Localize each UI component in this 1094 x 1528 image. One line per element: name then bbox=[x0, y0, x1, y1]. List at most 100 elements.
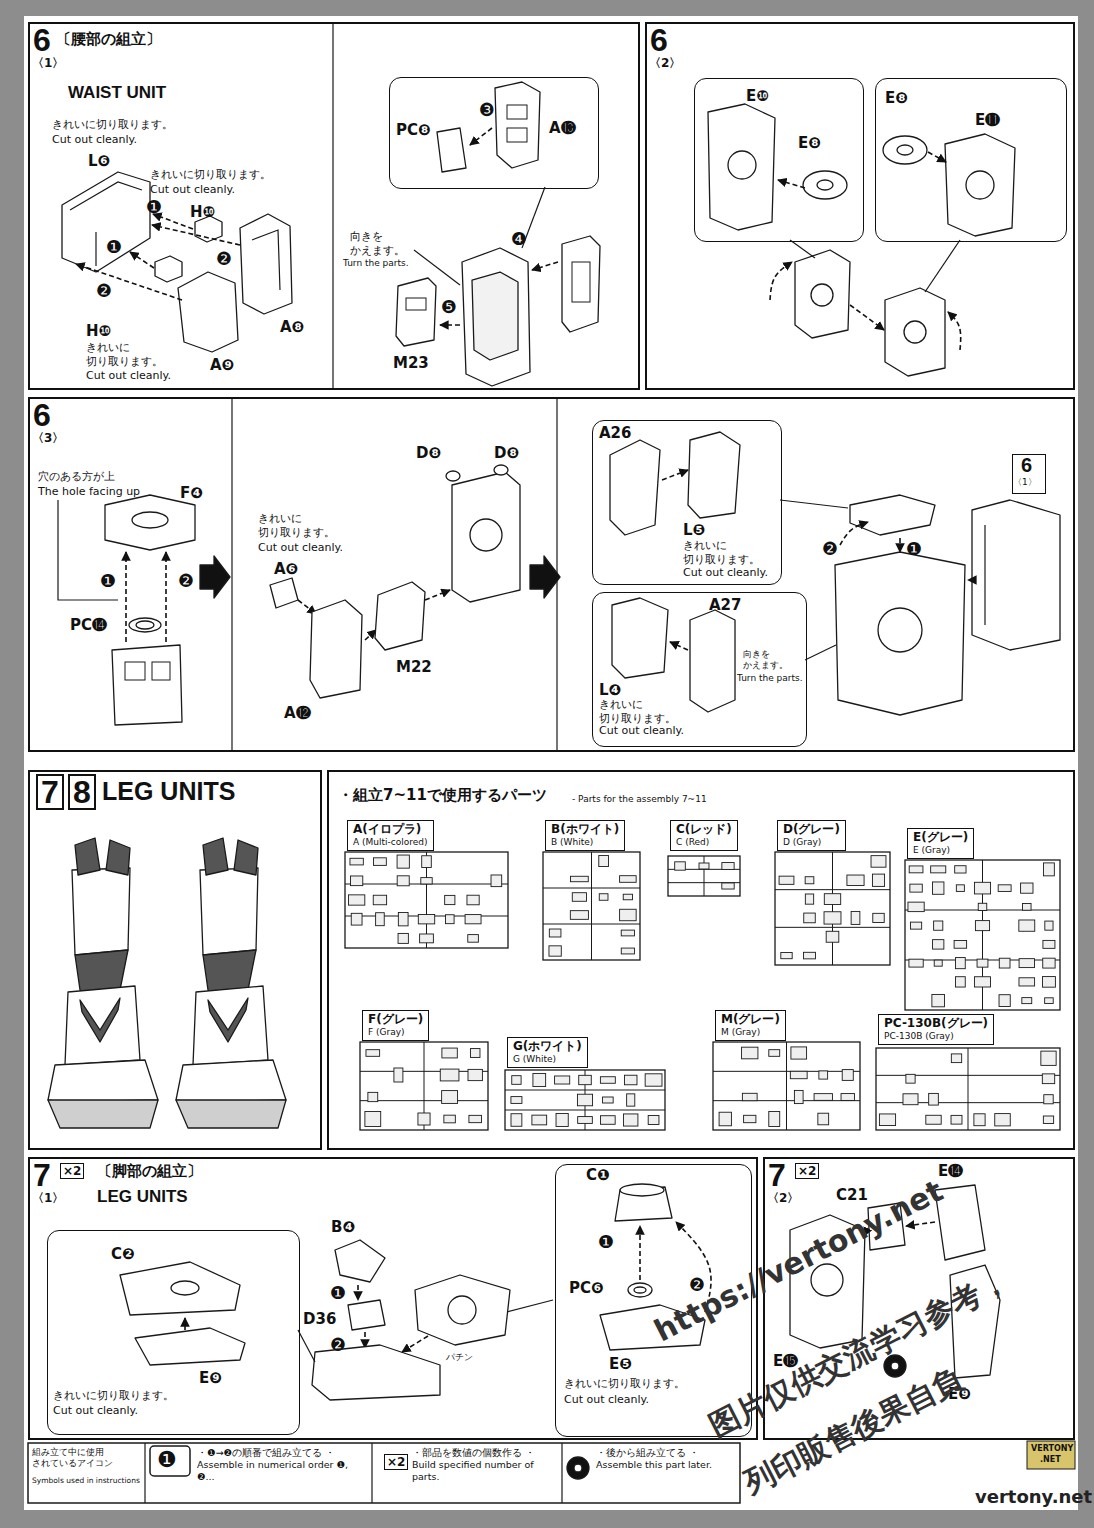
hole-note: 穴のある方が上 bbox=[38, 470, 115, 484]
part-number: A❽ bbox=[280, 318, 304, 336]
runner-part bbox=[621, 930, 634, 936]
runner-part bbox=[1045, 921, 1053, 930]
runner-part bbox=[648, 1115, 659, 1124]
part-drawing bbox=[688, 432, 740, 518]
part-detail bbox=[904, 321, 926, 343]
runner-bar bbox=[832, 852, 833, 965]
part-detail bbox=[95, 232, 96, 266]
node-text: A⓭ bbox=[549, 119, 576, 137]
runner-part bbox=[975, 921, 989, 931]
runner-part bbox=[365, 1111, 381, 1126]
part-drawing bbox=[628, 1283, 652, 1297]
runner-part bbox=[645, 1074, 662, 1086]
callout-tail bbox=[925, 240, 960, 292]
runner-bar bbox=[704, 856, 705, 896]
runner-subtitle: D (Gray) bbox=[783, 837, 840, 848]
later-icon-dot bbox=[891, 1362, 899, 1370]
runner-part bbox=[781, 952, 792, 958]
part-number: D❽ bbox=[494, 444, 519, 462]
cut-note: Cut out cleanly. bbox=[52, 133, 137, 147]
part-drawing bbox=[234, 840, 258, 875]
runner-part bbox=[1042, 977, 1055, 988]
runner-part bbox=[445, 895, 455, 904]
runner-part bbox=[1019, 920, 1035, 931]
node-text: E❽ bbox=[885, 89, 908, 107]
runner-part bbox=[910, 922, 921, 929]
node-text: 〔腰部の組立〕 bbox=[56, 30, 161, 48]
callout-tail bbox=[298, 1330, 315, 1362]
callout-tail bbox=[507, 1300, 553, 1312]
legend-icon-text: ×2 bbox=[384, 1454, 408, 1470]
runner-part bbox=[955, 958, 965, 969]
legend-icon bbox=[567, 1457, 589, 1479]
leader-line bbox=[414, 250, 460, 285]
runner-part bbox=[842, 1070, 853, 1081]
runner-part bbox=[351, 913, 362, 925]
part-number: H❿ bbox=[190, 203, 215, 221]
legend-icon-text: ❶ bbox=[157, 1449, 177, 1471]
runner-part bbox=[577, 1094, 592, 1106]
node-text: A26 bbox=[599, 424, 631, 442]
runner-part bbox=[824, 894, 840, 905]
runner-part bbox=[932, 994, 945, 1006]
assembly-arrow bbox=[662, 470, 688, 480]
runner-part bbox=[1045, 998, 1054, 1004]
part-drawing bbox=[48, 1060, 158, 1102]
turn-note: 向きを かえます。 bbox=[350, 230, 412, 258]
runner-part bbox=[744, 1115, 756, 1122]
assembly-arrow bbox=[402, 1336, 428, 1352]
runner-part bbox=[422, 856, 432, 868]
runner-name: F(グレー) bbox=[368, 1012, 423, 1027]
runner-subtitle: A (Multi-colored) bbox=[353, 837, 428, 848]
runner-name: C(レッド) bbox=[676, 822, 732, 837]
runner-part bbox=[627, 1094, 635, 1106]
runner-part bbox=[620, 909, 637, 920]
runner-part bbox=[999, 958, 1010, 968]
runner-part bbox=[954, 941, 967, 949]
runner-part bbox=[599, 855, 609, 866]
runner-part bbox=[699, 863, 709, 869]
part-drawing bbox=[610, 440, 660, 535]
part-detail bbox=[817, 180, 833, 190]
callout-tail bbox=[805, 645, 836, 660]
part-detail bbox=[634, 1287, 646, 1293]
part-drawing bbox=[178, 272, 238, 352]
runner-part bbox=[555, 1076, 570, 1084]
runner-part bbox=[908, 902, 924, 911]
node-text: E❿ bbox=[746, 87, 769, 105]
runner-frame bbox=[668, 856, 740, 896]
node-text: 〈1〉 bbox=[32, 1192, 64, 1204]
step-panel: 6〈1〉〔腰部の組立〕WAIST UNIT❸PC❽A⓭ bbox=[28, 22, 640, 390]
cut-note: きれいに切り取ります。 bbox=[150, 168, 271, 182]
runner-part bbox=[719, 1112, 731, 1126]
leader-line bbox=[58, 500, 118, 600]
part-number: E⓯ bbox=[773, 1352, 798, 1370]
step-arrow bbox=[200, 556, 230, 598]
part-drawing bbox=[835, 552, 965, 715]
legend-text: ・後から組み立てる ・Assemble this part later. bbox=[596, 1447, 736, 1471]
node-text: LEG UNITS bbox=[97, 1188, 188, 1207]
part-number: A❻ bbox=[274, 560, 298, 578]
runner-part bbox=[871, 856, 886, 868]
runner-part bbox=[465, 915, 481, 924]
runner-part bbox=[995, 1114, 1011, 1126]
part-drawing bbox=[75, 838, 100, 875]
node-text: E⓫ bbox=[975, 111, 1000, 129]
runner-part bbox=[533, 1073, 546, 1086]
part-drawing bbox=[850, 495, 935, 535]
step-panel: 6〈2〉E❿E❽E❽E⓫ bbox=[645, 22, 1075, 390]
part-drawing bbox=[495, 82, 540, 168]
step-panel: 7×2〈1〉〔脚部の組立〕LEG UNITSC❷E❾きれいに切り取ります。Cut… bbox=[28, 1157, 758, 1440]
panel-divider bbox=[231, 397, 232, 752]
runner-part bbox=[1044, 863, 1055, 876]
runner-part bbox=[742, 1047, 758, 1059]
runner-part bbox=[804, 952, 816, 959]
assembly-arrow bbox=[470, 128, 492, 145]
part-drawing bbox=[472, 272, 518, 360]
runner-part bbox=[805, 894, 813, 904]
runner-part bbox=[572, 893, 586, 902]
part-number: F❹ bbox=[180, 484, 203, 502]
callout-bubble: C❷E❾きれいに切り取ります。Cut out cleanly. bbox=[47, 1230, 300, 1435]
